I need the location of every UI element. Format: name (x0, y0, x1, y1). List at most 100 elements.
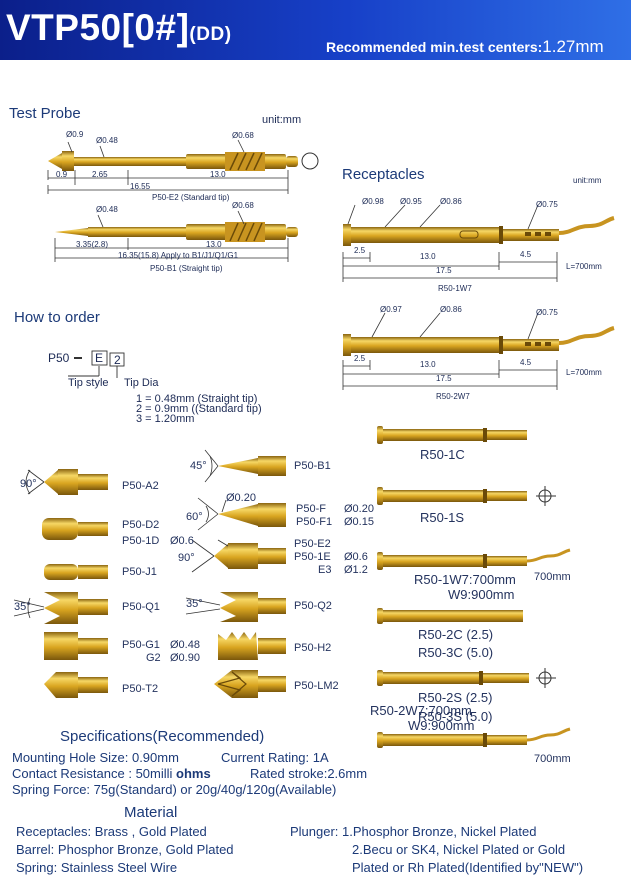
b1-l1: 3.35(2.8) (76, 240, 109, 249)
tip-g1-dia: Ø0.48 (170, 639, 200, 651)
receptacle-1w7-drawing (342, 204, 615, 282)
tip-f: P50-F (296, 503, 326, 515)
rec-2w7-wire: 700mm (534, 753, 571, 765)
w72-wire: L=700mm (566, 368, 602, 377)
e2-total: 16.55 (130, 182, 151, 191)
receptacle-list-shapes (377, 426, 571, 748)
test-probe-unit: unit:mm (262, 114, 302, 126)
tip-f1-dia: Ø0.15 (344, 516, 374, 528)
spec-current: Current Rating: 1A (221, 750, 329, 765)
rec-1w7-wire: 700mm (534, 571, 571, 583)
rec-3c: R50-3C (5.0) (418, 645, 494, 660)
material-receptacles: Receptacles: Brass , Gold Plated (16, 824, 207, 839)
e2-d1: Ø0.9 (66, 130, 84, 139)
tip-b1: P50-B1 (294, 460, 331, 472)
e2-l1: 0.9 (56, 170, 68, 179)
rec-2w7: R50-2W7:700mm (370, 703, 472, 718)
tip-f1: P50-F1 (296, 516, 333, 528)
e2-l2: 2.65 (92, 170, 108, 179)
rec-1w7: R50-1W7:700mm (414, 572, 516, 587)
b1-l2: 13.0 (206, 240, 222, 249)
rec-1c: R50-1C (420, 447, 465, 462)
order-option-2: 2 = 0.9mm ((Standard tip) (136, 403, 262, 415)
tip-lm2: P50-LM2 (294, 680, 339, 692)
w72-d3: Ø0.75 (536, 308, 558, 317)
tip-1d-dia: Ø0.6 (170, 535, 194, 547)
a2-angle: 90° (20, 478, 37, 490)
receptacles-title: Receptacles (342, 166, 425, 183)
material-plunger-2: 2.Becu or SK4, Nickel Plated or Gold (352, 842, 566, 857)
material-barrel: Barrel: Phosphor Bronze, Gold Plated (16, 842, 234, 857)
order-option-1: 1 = 0.48mm (Straight tip) (136, 393, 258, 405)
probe-b1-drawing (54, 210, 298, 262)
w72-d2: Ø0.86 (440, 305, 462, 314)
tip-dia-label: Tip Dia (124, 377, 159, 389)
rec-2s: R50-2S (2.5) (418, 690, 493, 705)
w7-l1: 2.5 (354, 246, 366, 255)
w7-l2: 13.0 (420, 252, 436, 261)
tip-shapes (13, 449, 286, 698)
recommended-centers: Recommended min.test centers:1.27mm (326, 37, 604, 56)
spec-spring: Spring Force: 75g(Standard) or 20g/40g/1… (12, 782, 337, 797)
spec-mounting: Mounting Hole Size: 0.90mm (12, 750, 179, 765)
test-probe-title: Test Probe (9, 105, 81, 122)
tip-h2: P50-H2 (294, 642, 332, 654)
tip-e3: E3 (318, 564, 332, 576)
receptacle-2w7-drawing (342, 312, 615, 390)
tip-a2: P50-A2 (122, 480, 159, 492)
model-suffix: (DD) (189, 24, 232, 45)
rec-1w7-w9: W9:900mm (448, 587, 515, 602)
b1-caption: P50-B1 (Straight tip) (150, 264, 223, 273)
specs-title: Specifications(Recommended) (60, 728, 265, 745)
f-dia-top: Ø0.20 (226, 492, 256, 504)
w7-d3: Ø0.86 (440, 197, 462, 206)
tip-g1: P50-G1 (122, 639, 160, 651)
w72-d1: Ø0.97 (380, 305, 402, 314)
tip-g2: G2 (146, 652, 161, 664)
tip-1e: P50-1E (294, 551, 331, 563)
receptacles-unit: unit:mm (573, 176, 602, 185)
tip-1e-dia: Ø0.6 (344, 551, 368, 563)
order-option-3: 3 = 1.20mm (136, 413, 195, 425)
f-angle: 60° (186, 511, 203, 523)
w7-d1: Ø0.98 (362, 197, 384, 206)
tip-g2-dia: Ø0.90 (170, 652, 200, 664)
how-to-order-title: How to order (14, 309, 100, 326)
header-banner (0, 0, 631, 60)
w7-total: 17.5 (436, 266, 452, 275)
b1-total: 16.35(15.8) Apply to B1/J1/Q1/G1 (118, 251, 239, 260)
w7-l3: 4.5 (520, 250, 532, 259)
rec-1s: R50-1S (420, 510, 465, 525)
order-code-box2: 2 (114, 353, 121, 367)
rec-3s: R50-3S (5.0) (418, 709, 493, 724)
b1-d2: Ø0.68 (232, 201, 254, 210)
b1-d1: Ø0.48 (96, 205, 118, 214)
w7-d2: Ø0.95 (400, 197, 422, 206)
w72-l1: 2.5 (354, 354, 366, 363)
tip-j1: P50-J1 (122, 566, 157, 578)
order-code-box1: E (95, 351, 104, 365)
spec-stroke: Rated stroke:2.6mm (250, 766, 368, 781)
b1-angle: 45° (190, 460, 207, 472)
q1-angle: 35° (14, 601, 31, 613)
tip-1d: P50-1D (122, 535, 160, 547)
rec-2w7-w9: W9:900mm (408, 718, 475, 733)
tip-e2: P50-E2 (294, 538, 331, 550)
w72-l3: 4.5 (520, 358, 532, 367)
e2-caption: P50-E2 (Standard tip) (152, 193, 230, 202)
w72-caption: R50-2W7 (436, 392, 470, 401)
q2-angle: 35° (186, 598, 203, 610)
tip-f-dia: Ø0.20 (344, 503, 374, 515)
tip-style-label: Tip style (68, 377, 109, 389)
tip-t2: P50-T2 (122, 683, 159, 695)
e2-l3: 13.0 (210, 170, 226, 179)
material-plunger-1: Plunger: 1.Phosphor Bronze, Nickel Plate… (290, 824, 537, 839)
e2-d2: Ø0.48 (96, 136, 118, 145)
w72-total: 17.5 (436, 374, 452, 383)
tip-d2: P50-D2 (122, 519, 160, 531)
tip-q1: P50-Q1 (122, 601, 160, 613)
material-plunger-3: Plated or Rh Plated(Identified by"NEW") (352, 860, 584, 875)
e-angle: 90° (178, 552, 195, 564)
tip-q2: P50-Q2 (294, 600, 332, 612)
